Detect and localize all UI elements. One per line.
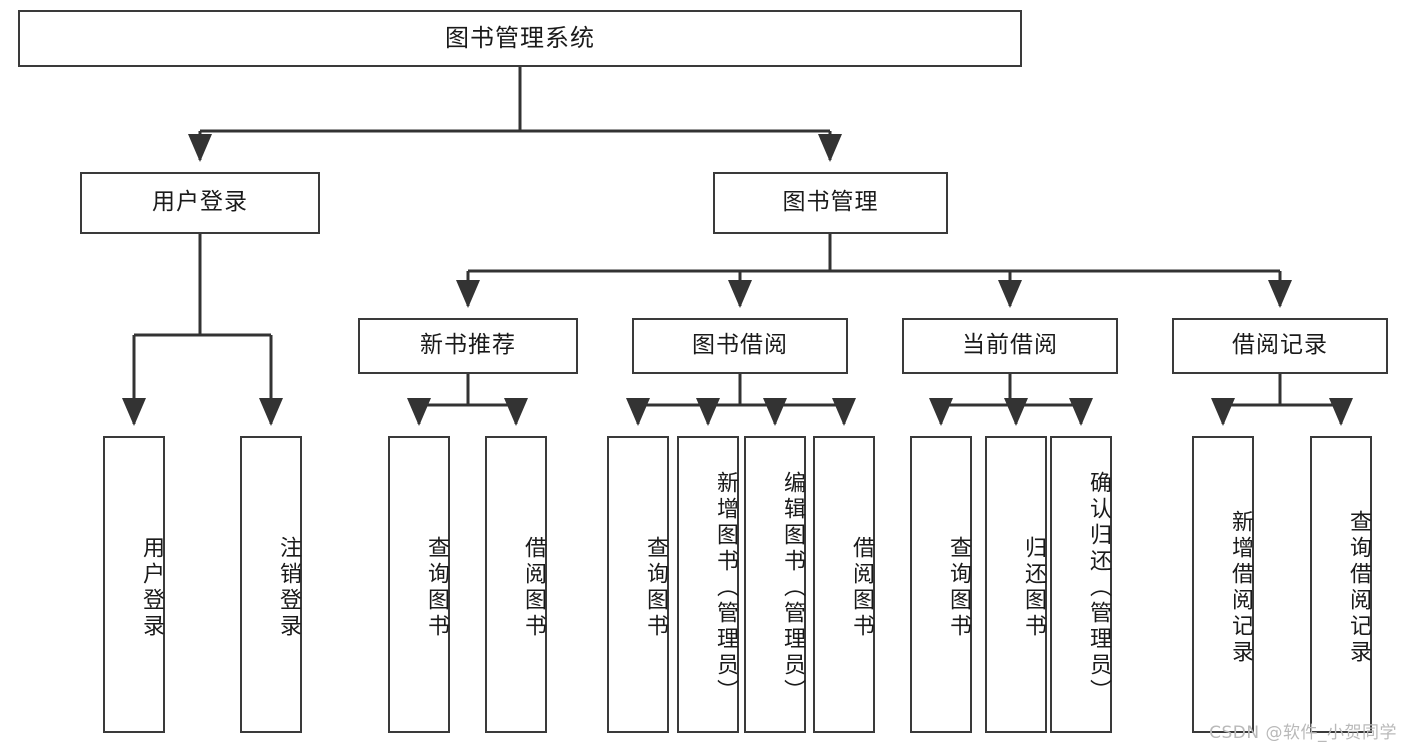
leaf-borrow-book-recommend[interactable]: 借阅图书 xyxy=(485,436,547,733)
leaf-user-login[interactable]: 用户登录 xyxy=(103,436,165,733)
leaf-query-book-borrow[interactable]: 查询图书 xyxy=(607,436,669,733)
leaf-confirm-return-admin[interactable]: 确认归还（管理员） xyxy=(1050,436,1112,733)
leaf-add-borrow-record[interactable]: 新增借阅记录 xyxy=(1192,436,1254,733)
node-current-borrow[interactable]: 当前借阅 xyxy=(902,318,1118,374)
node-borrow-record[interactable]: 借阅记录 xyxy=(1172,318,1388,374)
leaf-edit-book-admin[interactable]: 编辑图书（管理员） xyxy=(744,436,806,733)
node-new-book-recommend[interactable]: 新书推荐 xyxy=(358,318,578,374)
leaf-return-book[interactable]: 归还图书 xyxy=(985,436,1047,733)
leaf-query-borrow-record[interactable]: 查询借阅记录 xyxy=(1310,436,1372,733)
node-user-login[interactable]: 用户登录 xyxy=(80,172,320,234)
node-book-management[interactable]: 图书管理 xyxy=(713,172,948,234)
node-root-system[interactable]: 图书管理系统 xyxy=(18,10,1022,67)
leaf-logout-login[interactable]: 注销登录 xyxy=(240,436,302,733)
leaf-query-book-current[interactable]: 查询图书 xyxy=(910,436,972,733)
leaf-add-book-admin[interactable]: 新增图书（管理员） xyxy=(677,436,739,733)
node-book-borrow[interactable]: 图书借阅 xyxy=(632,318,848,374)
leaf-borrow-book[interactable]: 借阅图书 xyxy=(813,436,875,733)
csdn-watermark: CSDN @软件_小贺同学 xyxy=(1209,723,1397,743)
leaf-query-book-recommend[interactable]: 查询图书 xyxy=(388,436,450,733)
